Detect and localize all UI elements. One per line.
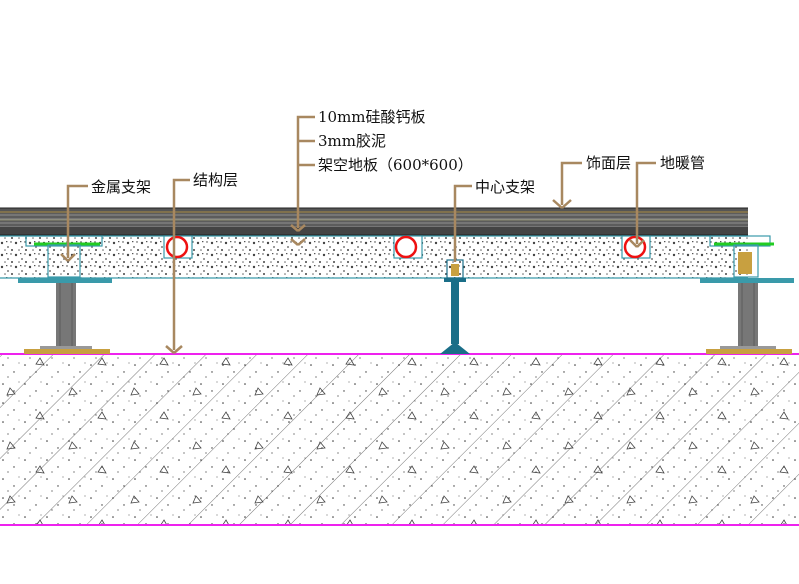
label-finish-layer: 饰面层 <box>586 154 631 172</box>
metal-support-right <box>700 235 794 354</box>
heating-pipe-1 <box>163 235 193 259</box>
label-structure-layer: 结构层 <box>193 171 238 189</box>
label-raised-floor-panel: 架空地板（600*600） <box>318 156 473 174</box>
metal-support-left <box>18 235 112 354</box>
structure-slab <box>0 353 799 526</box>
heating-pipe-2 <box>393 235 423 259</box>
label-calcium-silicate-board: 10mm硅酸钙板 <box>318 108 426 126</box>
label-metal-support: 金属支架 <box>91 178 151 196</box>
finish-layer <box>0 207 748 236</box>
leader-lines <box>60 115 656 354</box>
label-heating-pipe: 地暖管 <box>660 154 705 172</box>
label-mortar: 3mm胶泥 <box>318 132 386 150</box>
label-center-support: 中心支架 <box>475 178 535 196</box>
